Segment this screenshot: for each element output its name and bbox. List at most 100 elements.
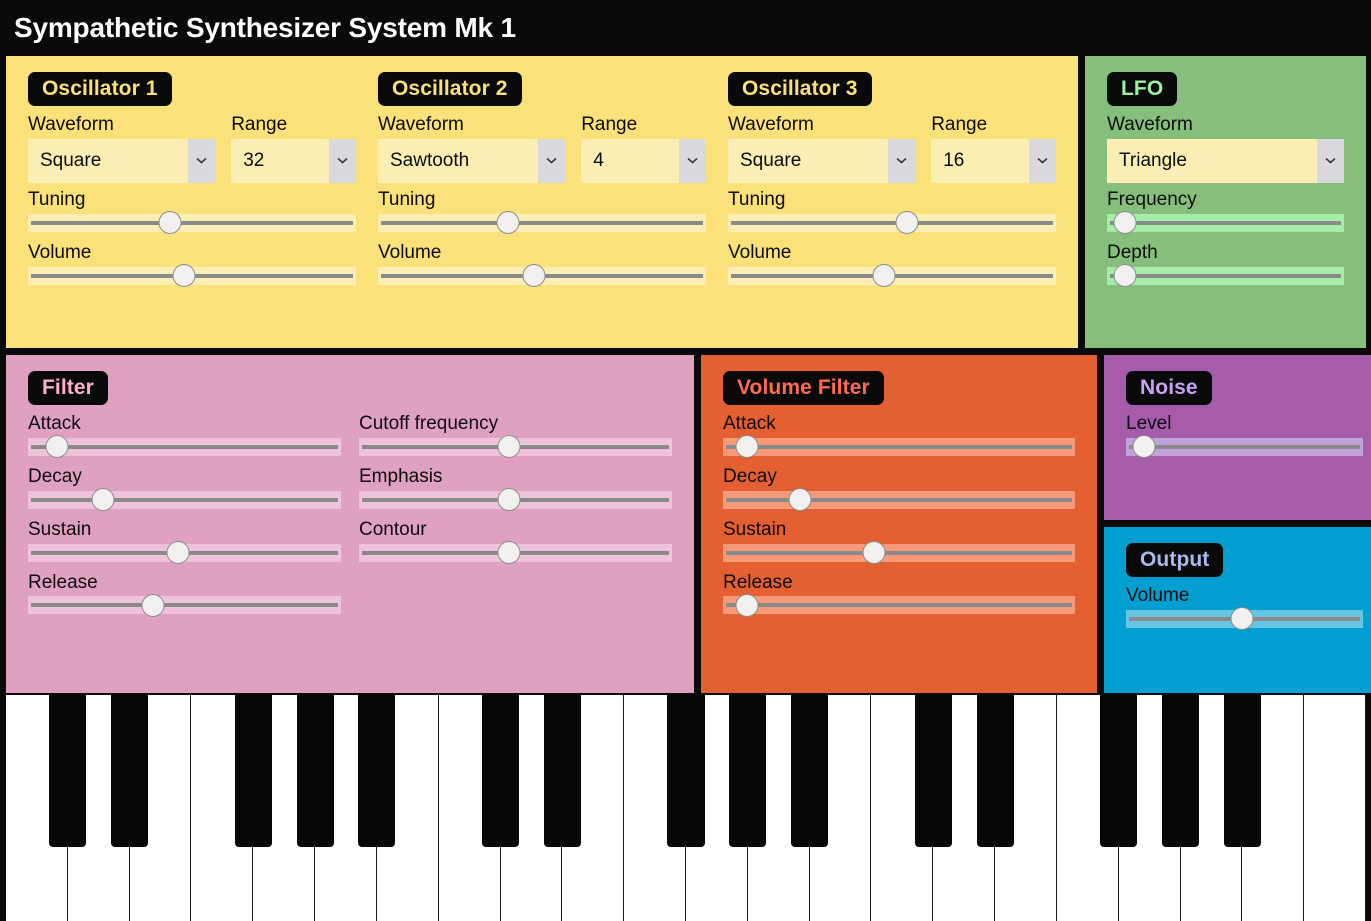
oscillator-3-range-select[interactable]: 16	[931, 138, 1056, 183]
black-key[interactable]	[543, 695, 581, 847]
oscillator-1-waveform-value: Square	[40, 149, 102, 171]
oscillator-2-range-field: Range 4	[581, 114, 706, 183]
oscillator-1-select-row: Waveform Square Range	[28, 114, 356, 183]
filter-sustain-control: Sustain	[28, 518, 341, 565]
lfo-frequency-slider[interactable]	[1107, 211, 1344, 235]
oscillator-1-volume-slider[interactable]	[28, 264, 356, 288]
volume-filter-sustain-slider[interactable]	[723, 541, 1075, 565]
noise-level-slider[interactable]	[1126, 435, 1363, 459]
oscillator-1-range-value: 32	[243, 149, 265, 171]
black-key[interactable]	[1162, 695, 1200, 847]
oscillator-3-waveform-field: Waveform Square	[728, 114, 916, 183]
oscillator-3-volume-label: Volume	[728, 241, 792, 263]
oscillator-1-range-field: Range 32	[231, 114, 356, 183]
oscillator-2-waveform-field: Waveform Sawtooth	[378, 114, 566, 183]
filter-sustain-label: Sustain	[28, 518, 92, 540]
oscillator-2-waveform-select[interactable]: Sawtooth	[378, 138, 566, 183]
lfo-depth-slider[interactable]	[1107, 264, 1344, 288]
oscillator-3-waveform-select[interactable]: Square	[728, 138, 916, 183]
oscillator-3-tuning-label: Tuning	[728, 188, 786, 210]
black-key[interactable]	[1223, 695, 1261, 847]
oscillator-3-tuning-slider[interactable]	[728, 211, 1056, 235]
oscillator-2-tuning-slider[interactable]	[378, 211, 706, 235]
oscillator-2-range-label: Range	[581, 114, 638, 135]
chevron-down-icon[interactable]	[1029, 138, 1056, 183]
filter-cutoff-control: Cutoff frequency	[359, 413, 672, 459]
rack-row-top: Oscillator 1 Waveform Square	[6, 56, 1366, 348]
oscillator-3-tuning-control: Tuning	[728, 188, 1056, 235]
black-key[interactable]	[1100, 695, 1138, 847]
filter-attack-label: Attack	[28, 413, 81, 434]
oscillator-1-tuning-slider[interactable]	[28, 211, 356, 235]
filter-decay-control: Decay	[28, 466, 341, 512]
chevron-down-icon[interactable]	[679, 138, 706, 183]
filter-emphasis-slider[interactable]	[359, 488, 672, 512]
oscillator-3-select-row: Waveform Square Range	[728, 114, 1056, 183]
output-panel: Output Volume	[1104, 527, 1371, 693]
black-key[interactable]	[667, 695, 705, 847]
oscillator-1: Oscillator 1 Waveform Square	[28, 72, 356, 338]
filter-emphasis-control: Emphasis	[359, 466, 672, 512]
black-key[interactable]	[111, 695, 149, 847]
output-volume-slider[interactable]	[1126, 607, 1363, 631]
volume-filter-release-slider[interactable]	[723, 593, 1075, 617]
black-key[interactable]	[976, 695, 1014, 847]
lfo-waveform-value: Triangle	[1119, 149, 1187, 171]
filter-release-slider[interactable]	[28, 593, 341, 617]
oscillator-1-range-select[interactable]: 32	[231, 138, 356, 183]
black-key[interactable]	[234, 695, 272, 847]
filter-decay-slider[interactable]	[28, 488, 341, 512]
lfo-depth-control: Depth	[1107, 242, 1344, 288]
lfo-waveform-label: Waveform	[1107, 114, 1193, 135]
lfo-title: LFO	[1107, 72, 1178, 106]
filter-contour-control: Contour	[359, 519, 672, 565]
chevron-down-icon[interactable]	[188, 138, 216, 183]
oscillator-panel: Oscillator 1 Waveform Square	[6, 56, 1078, 348]
black-key[interactable]	[482, 695, 520, 847]
volume-filter-attack-slider[interactable]	[723, 435, 1075, 459]
lfo-waveform-select[interactable]: Triangle	[1107, 138, 1344, 183]
oscillator-3-volume-slider[interactable]	[728, 264, 1056, 288]
oscillator-1-waveform-select[interactable]: Square	[28, 138, 216, 183]
filter-attack-slider[interactable]	[28, 435, 341, 459]
volume-filter-sustain-label: Sustain	[723, 518, 787, 540]
oscillator-2-title: Oscillator 2	[378, 72, 522, 106]
volume-filter-release-label: Release	[723, 571, 793, 593]
app-title: Sympathetic Synthesizer System Mk 1	[14, 12, 516, 43]
output-volume-control: Volume	[1126, 585, 1363, 631]
piano-keyboard[interactable]	[6, 693, 1366, 921]
black-key[interactable]	[49, 695, 87, 847]
filter-tone-column: Cutoff frequency Emphasis	[359, 413, 672, 624]
oscillator-2-volume-slider[interactable]	[378, 264, 706, 288]
oscillator-3-volume-control: Volume	[728, 241, 1056, 288]
black-key[interactable]	[791, 695, 829, 847]
volume-filter-attack-control: Attack	[723, 413, 1075, 459]
right-column: Noise Level Output Volume	[1104, 355, 1371, 693]
oscillator-1-waveform-field: Waveform Square	[28, 114, 216, 183]
black-key[interactable]	[358, 695, 396, 847]
control-rack: Oscillator 1 Waveform Square	[0, 56, 1371, 693]
oscillator-1-volume-control: Volume	[28, 242, 356, 288]
chevron-down-icon[interactable]	[538, 138, 566, 183]
chevron-down-icon[interactable]	[888, 138, 916, 183]
filter-contour-slider[interactable]	[359, 541, 672, 565]
noise-panel: Noise Level	[1104, 355, 1371, 520]
filter-cutoff-slider[interactable]	[359, 435, 672, 459]
filter-cutoff-label: Cutoff frequency	[359, 413, 499, 434]
volume-filter-decay-control: Decay	[723, 465, 1075, 512]
black-key[interactable]	[729, 695, 767, 847]
noise-title: Noise	[1126, 371, 1212, 405]
volume-filter-decay-label: Decay	[723, 465, 777, 487]
oscillator-2-range-select[interactable]: 4	[581, 138, 706, 183]
white-key[interactable]	[1304, 695, 1366, 921]
chevron-down-icon[interactable]	[1317, 138, 1344, 183]
black-key[interactable]	[914, 695, 952, 847]
filter-sustain-slider[interactable]	[28, 541, 341, 565]
volume-filter-decay-slider[interactable]	[723, 488, 1075, 512]
noise-level-label: Level	[1126, 413, 1172, 434]
chevron-down-icon[interactable]	[329, 138, 356, 183]
filter-title: Filter	[28, 371, 108, 405]
filter-release-label: Release	[28, 571, 98, 593]
black-key[interactable]	[296, 695, 334, 847]
